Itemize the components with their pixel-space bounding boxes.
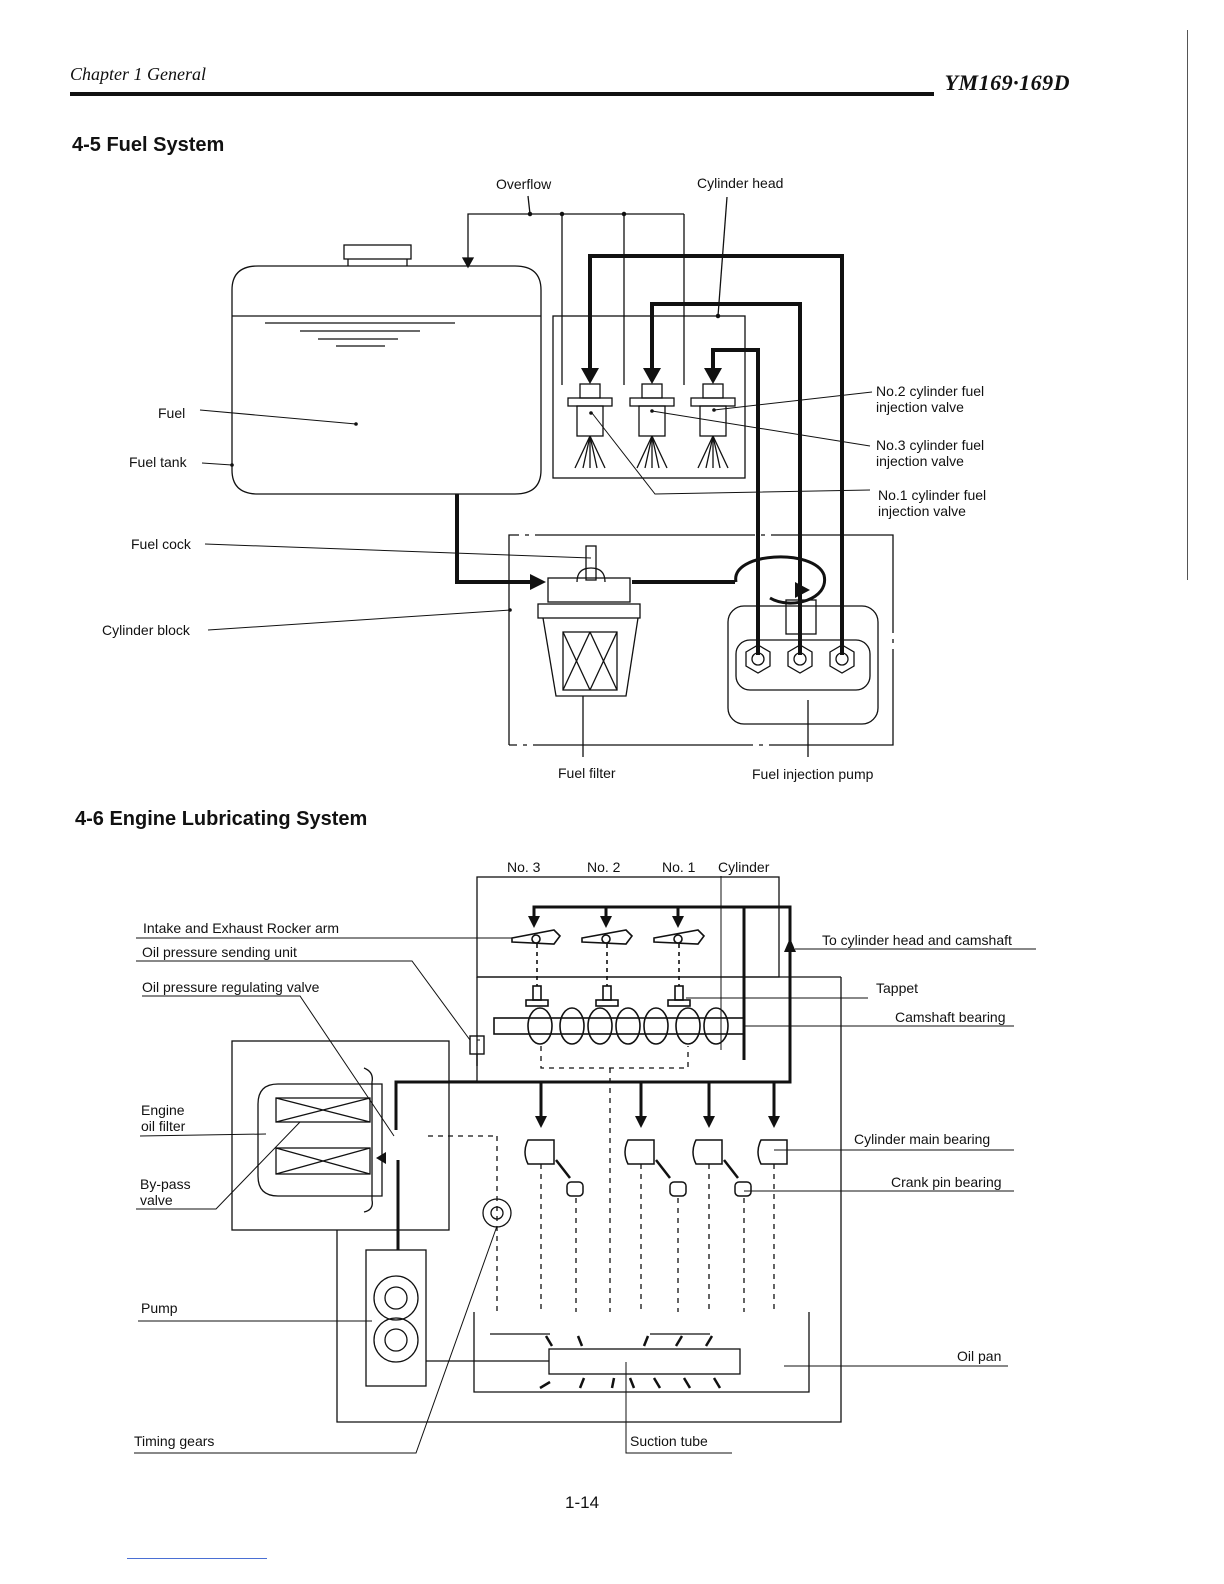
suction-tube — [548, 1348, 741, 1375]
label-fuel: Fuel — [158, 405, 186, 421]
label-oil-pan: Oil pan — [957, 1348, 1002, 1364]
label-fuel-filter: Fuel filter — [558, 765, 616, 781]
label-bypass-line2: valve — [140, 1192, 173, 1208]
fuel-filter — [537, 545, 641, 757]
header-rule — [70, 92, 934, 96]
label-bypass-line1: By-pass — [140, 1176, 191, 1192]
label-oil-pressure-regulating-valve: Oil pressure regulating valve — [142, 979, 320, 995]
label-to-cylinder-head: To cylinder head and camshaft — [822, 932, 1012, 948]
chapter-heading: Chapter 1 General — [70, 64, 206, 84]
label-overflow: Overflow — [496, 176, 552, 192]
label-crank-pin-bearing: Crank pin bearing — [891, 1174, 1002, 1190]
tank-cap — [343, 244, 412, 260]
label-cylinder: Cylinder — [718, 859, 770, 875]
label-fuel-cock: Fuel cock — [131, 536, 191, 552]
label-fuel-tank: Fuel tank — [129, 454, 187, 470]
label-no3: No. 3 — [507, 859, 541, 875]
injection-valves — [567, 383, 736, 469]
cylinder-head-box — [476, 876, 780, 978]
label-no2: No. 2 — [587, 859, 621, 875]
label-timing-gears: Timing gears — [134, 1433, 215, 1449]
label-no2-line1: No.2 cylinder fuel — [876, 383, 985, 399]
label-pump: Pump — [141, 1300, 178, 1316]
fuel-injection-pump — [727, 599, 879, 757]
model-heading: YM169·169D — [944, 70, 1070, 95]
label-camshaft-bearing: Camshaft bearing — [895, 1009, 1006, 1025]
fuel-tank — [231, 265, 542, 495]
footer-rule — [127, 1558, 267, 1559]
label-cylinder-block: Cylinder block — [102, 622, 190, 638]
label-cylinder-head: Cylinder head — [697, 175, 784, 191]
oil-pump — [365, 1249, 427, 1387]
page-number: 1-14 — [565, 1493, 600, 1512]
camshaft — [493, 1007, 745, 1045]
label-fuel-injection-pump: Fuel injection pump — [752, 766, 874, 782]
timing-gear — [482, 1198, 512, 1228]
label-no3-line1: No.3 cylinder fuel — [876, 437, 985, 453]
label-no3-line2: injection valve — [876, 453, 964, 469]
label-no2-line2: injection valve — [876, 399, 964, 415]
oil-filter-housing — [231, 1040, 450, 1231]
label-no1-line1: No.1 cylinder fuel — [878, 487, 987, 503]
label-tappet: Tappet — [876, 980, 919, 996]
cylinder-head — [552, 315, 746, 479]
fuel-system-title: 4-5 Fuel System — [72, 134, 225, 156]
lubricating-system-title: 4-6 Engine Lubricating System — [75, 808, 368, 830]
label-no1-line2: injection valve — [878, 503, 966, 519]
label-oil-pressure-sending-unit: Oil pressure sending unit — [142, 944, 297, 960]
label-engine-oil-filter-line2: oil filter — [141, 1118, 186, 1134]
label-no1: No. 1 — [662, 859, 696, 875]
label-cylinder-main-bearing: Cylinder main bearing — [854, 1131, 991, 1147]
page-edge-line — [1187, 30, 1188, 580]
label-suction-tube: Suction tube — [630, 1433, 708, 1449]
label-rocker-arm: Intake and Exhaust Rocker arm — [143, 920, 340, 936]
label-engine-oil-filter-line1: Engine — [141, 1102, 185, 1118]
